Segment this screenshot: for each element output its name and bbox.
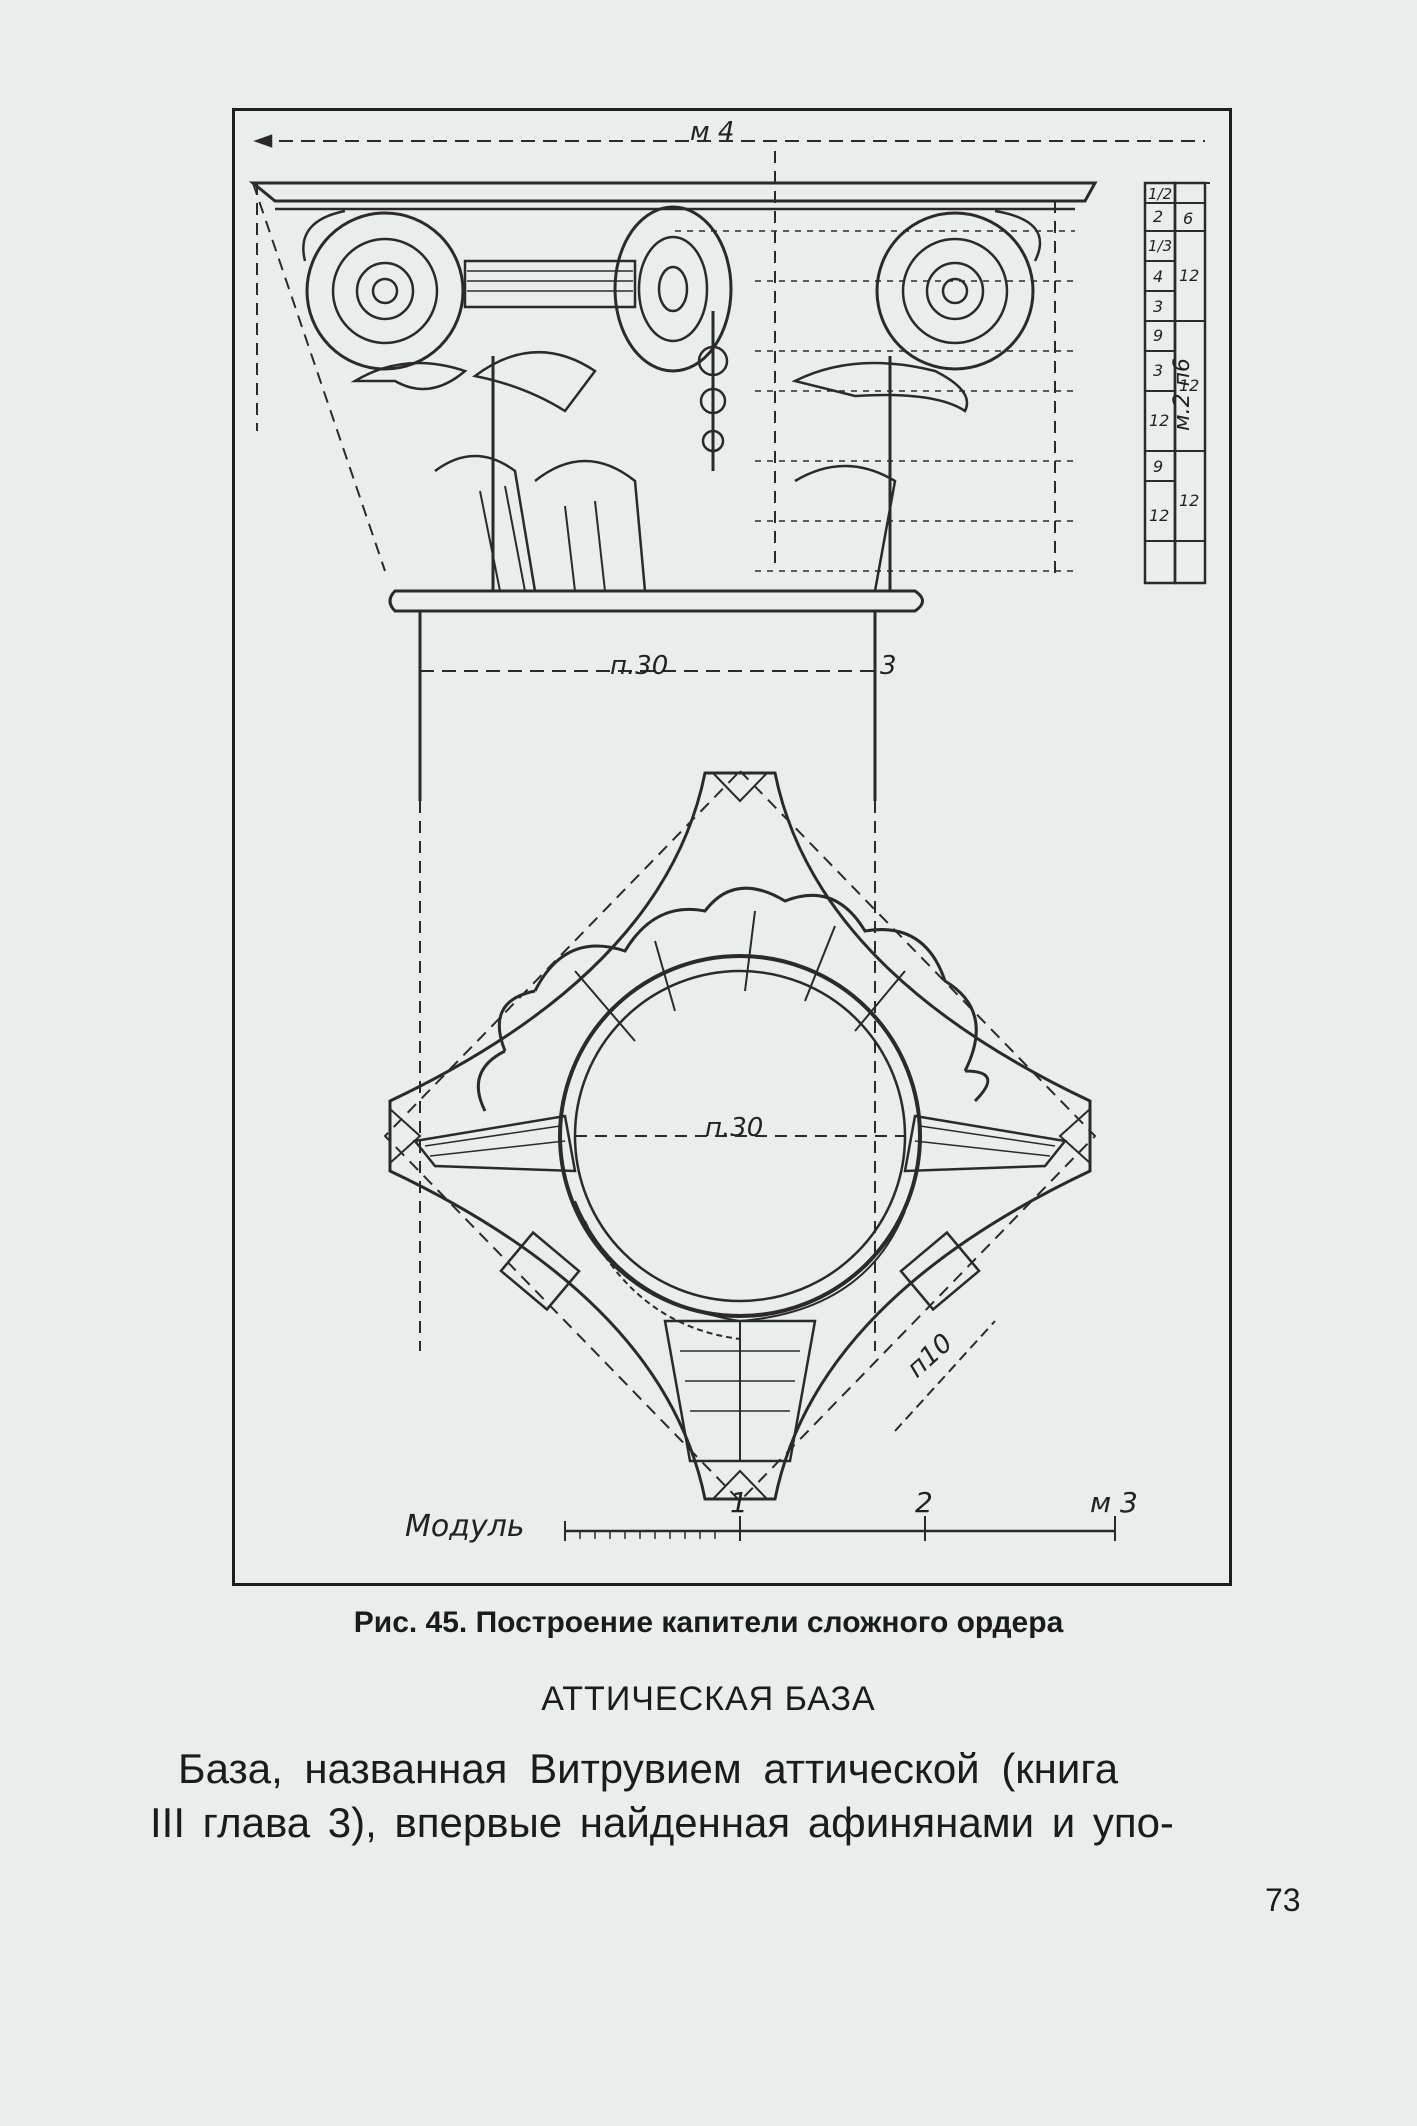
label-scale-module: Модуль bbox=[405, 1509, 525, 1544]
side-cell-a8: 9 bbox=[1153, 457, 1164, 476]
side-cell-b1: 12 bbox=[1179, 266, 1200, 285]
side-cell-a7: 12 bbox=[1149, 411, 1170, 430]
figure-caption: Рис. 45. Построение капители сложного ор… bbox=[353, 1606, 1064, 1639]
side-cell-a6: 3 bbox=[1153, 361, 1164, 380]
side-cell-a2: 1/3 bbox=[1148, 237, 1173, 255]
label-scale-1: 1 bbox=[730, 1486, 748, 1519]
capital-drawing bbox=[248, 134, 1210, 1541]
figure-frame: м 4 п.30 3 п.30 п10 Модуль 1 2 м 3 м.2 п… bbox=[232, 108, 1232, 1586]
side-cell-a0: 1/2 bbox=[1148, 185, 1173, 203]
side-cell-a5: 9 bbox=[1153, 326, 1164, 345]
section-title: АТТИЧЕСКАЯ БАЗА bbox=[541, 1680, 876, 1718]
label-scale-2: 2 bbox=[915, 1486, 933, 1519]
side-cell-a4: 3 bbox=[1153, 297, 1164, 316]
side-cell-a1: 2 bbox=[1153, 207, 1164, 226]
label-module-top: м 4 bbox=[690, 117, 735, 147]
label-scale-3: м 3 bbox=[1090, 1486, 1138, 1519]
body-line-1: База, названная Витрувием аттической (кн… bbox=[178, 1745, 1119, 1792]
label-plan-diameter: п.30 bbox=[705, 1113, 764, 1143]
side-cell-a3: 4 bbox=[1153, 267, 1164, 286]
page-number: 73 bbox=[1265, 1882, 1301, 1918]
side-cell-b0: 6 bbox=[1183, 209, 1194, 228]
label-neck-offset: 3 bbox=[880, 651, 897, 681]
label-neck-width: п.30 bbox=[610, 651, 669, 681]
side-cell-b3: 12 bbox=[1179, 491, 1200, 510]
side-cell-a9: 12 bbox=[1149, 506, 1170, 525]
body-line-2: III глава 3), впервые найденная афинянам… bbox=[150, 1799, 1174, 1846]
side-cell-b2: 12 bbox=[1179, 376, 1200, 395]
